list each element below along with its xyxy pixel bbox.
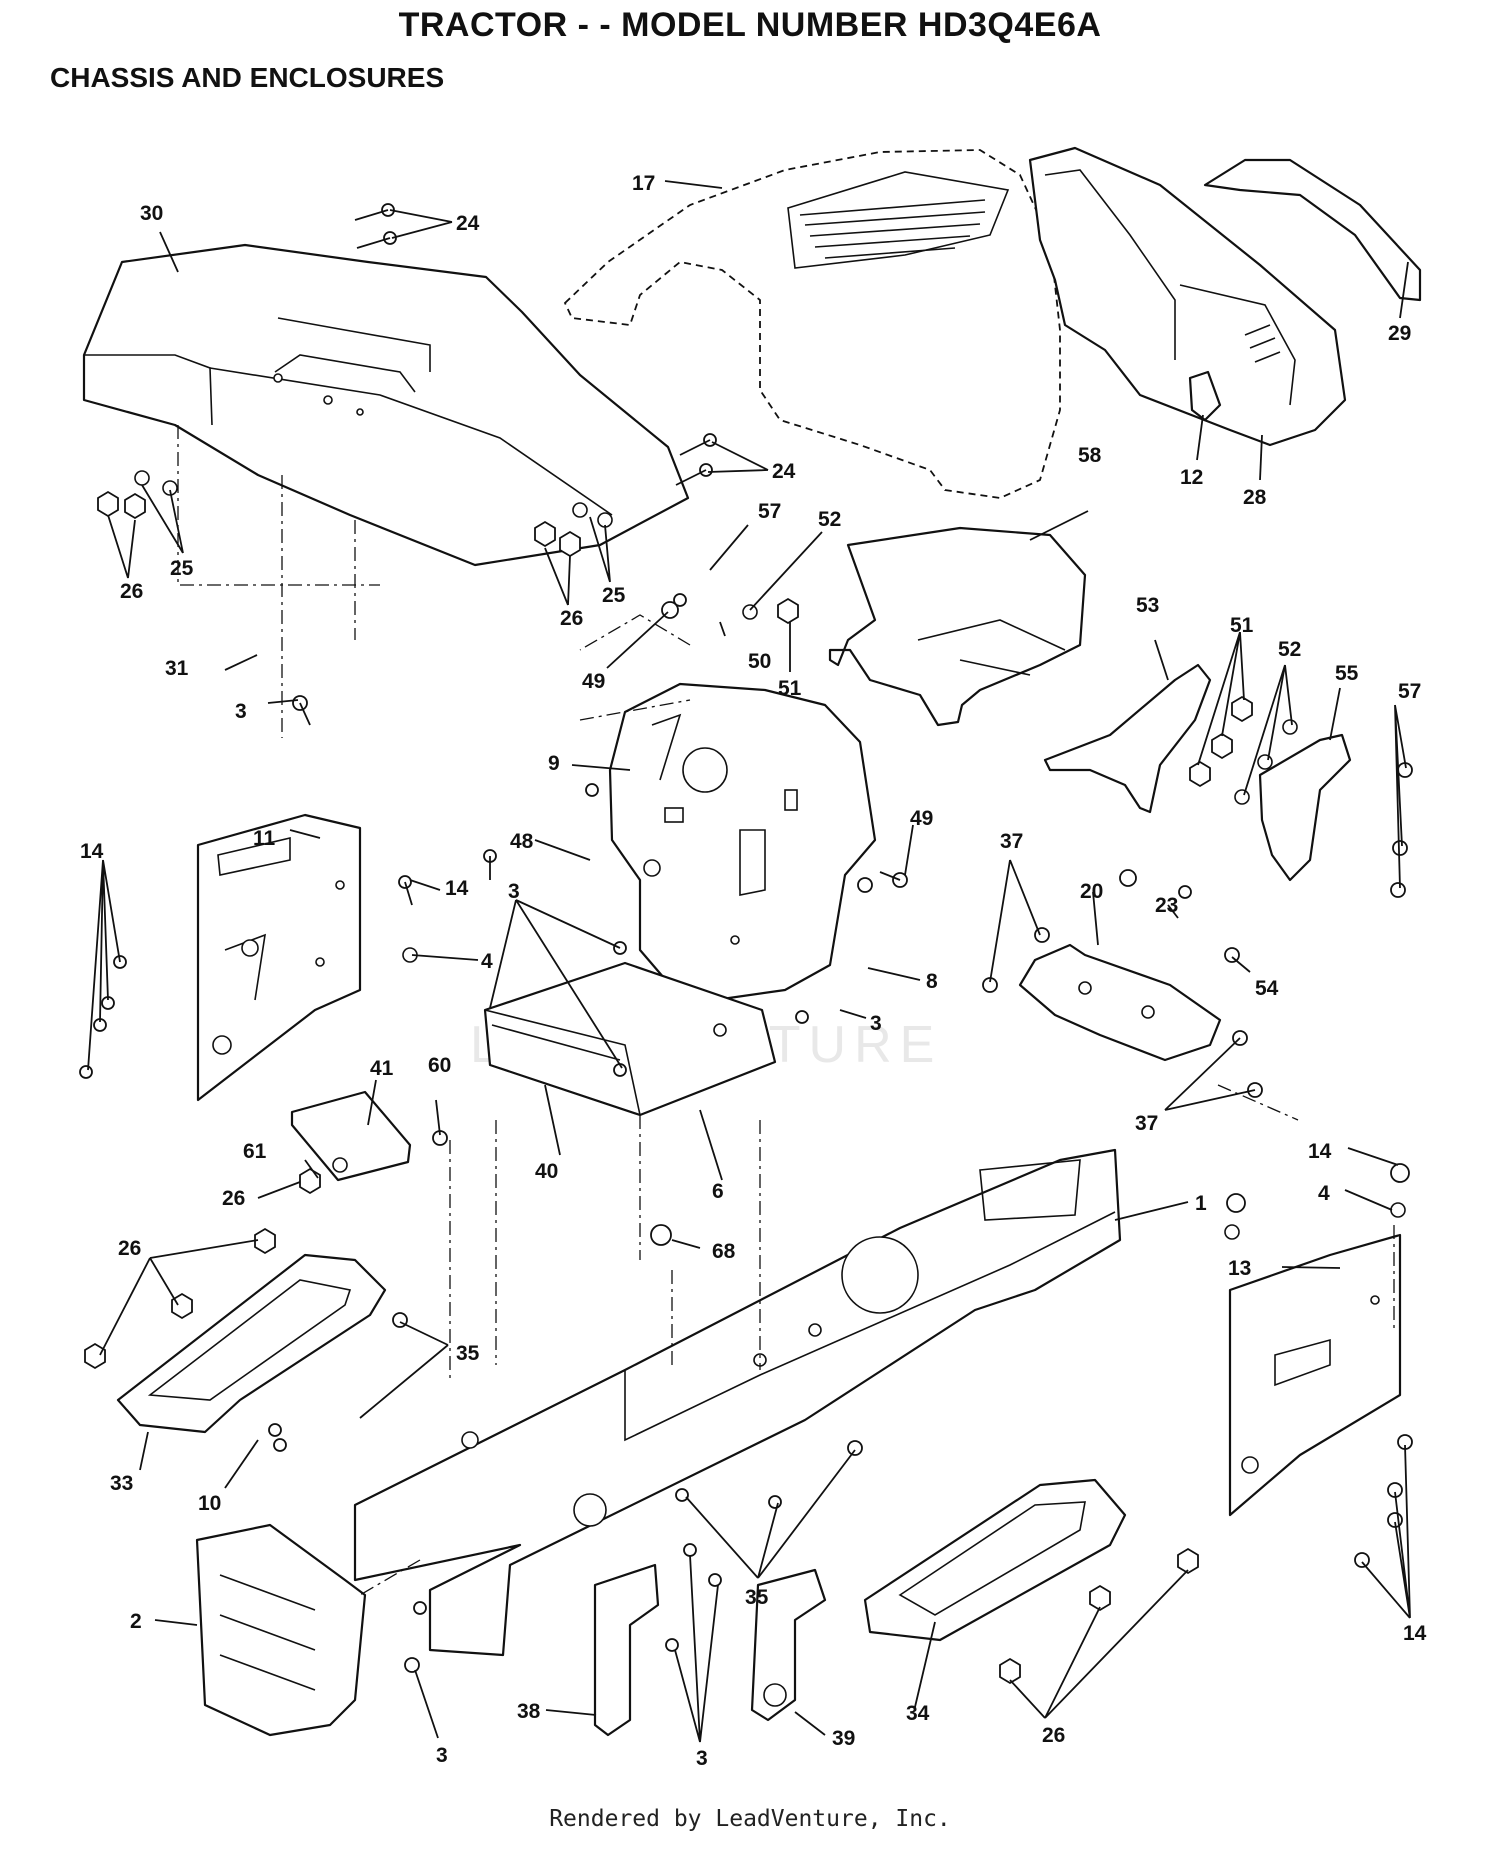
- part-main-frame: [353, 1148, 1122, 1657]
- callout-26e: 26: [1042, 1724, 1065, 1747]
- part-plate: [483, 961, 777, 1117]
- part-41-bracket: [290, 1090, 412, 1182]
- callout-68: 68: [712, 1240, 736, 1263]
- part-38-bracket: [593, 1563, 660, 1737]
- render-credit: Rendered by LeadVenture, Inc.: [549, 1806, 951, 1832]
- alignment-guides: [177, 425, 1395, 1596]
- callout-23: 23: [1155, 894, 1178, 917]
- callout-38: 38: [517, 1700, 541, 1723]
- callout-6: 6: [712, 1180, 724, 1203]
- part-20-bracket: [1018, 943, 1222, 1062]
- part-side-panel-left: [196, 813, 362, 1102]
- callout-26: 26: [120, 580, 143, 603]
- callout-49: 49: [582, 670, 605, 693]
- part-footrest-right: [863, 1478, 1127, 1642]
- callout-57: 57: [758, 500, 781, 523]
- callout-26c: 26: [222, 1187, 245, 1210]
- callout-57b: 57: [1398, 680, 1421, 703]
- callout-3: 3: [235, 700, 247, 723]
- callout-11: 11: [253, 827, 276, 850]
- part-side-panel-right: [1228, 1233, 1402, 1517]
- callout-26b: 26: [560, 607, 583, 630]
- callout-50: 50: [748, 650, 771, 673]
- callout-labels: 30 24 17 29 28 12 24 58 25 26 25 26 57 5…: [80, 172, 1427, 1770]
- callout-41: 41: [370, 1057, 394, 1080]
- callout-24: 24: [456, 212, 480, 235]
- callout-3b: 3: [508, 880, 520, 903]
- callout-29: 29: [1388, 322, 1411, 345]
- callout-25b: 25: [602, 584, 626, 607]
- callout-61: 61: [243, 1140, 267, 1163]
- callout-40: 40: [535, 1160, 558, 1183]
- callout-37: 37: [1000, 830, 1023, 853]
- callout-53: 53: [1136, 594, 1159, 617]
- part-12-bracket: [1188, 370, 1222, 422]
- part-53-plate: [1043, 663, 1212, 814]
- callout-2: 2: [130, 1610, 142, 1633]
- part-rear-fender: [82, 243, 690, 567]
- callout-10: 10: [198, 1492, 221, 1515]
- callout-14d: 14: [1403, 1622, 1427, 1645]
- callout-37b: 37: [1135, 1112, 1158, 1135]
- callout-30: 30: [140, 202, 163, 225]
- part-heat-shield: [828, 526, 1087, 727]
- callout-8: 8: [926, 970, 938, 993]
- part-39-bracket: [750, 1568, 827, 1722]
- callout-24b: 24: [772, 460, 796, 483]
- callout-4: 4: [481, 950, 493, 973]
- callout-3d: 3: [436, 1744, 448, 1767]
- callout-14b: 14: [445, 877, 469, 900]
- callout-35b: 35: [745, 1586, 769, 1609]
- callout-3c: 3: [870, 1012, 882, 1035]
- callout-39: 39: [832, 1727, 855, 1750]
- callout-49b: 49: [910, 807, 933, 830]
- callout-28: 28: [1243, 486, 1267, 509]
- callout-26d: 26: [118, 1237, 141, 1260]
- callout-3e: 3: [696, 1747, 708, 1770]
- part-55-plate: [1258, 733, 1352, 882]
- section-subtitle: CHASSIS AND ENCLOSURES: [50, 62, 445, 93]
- part-2-bracket: [195, 1523, 367, 1737]
- callout-leaders: [87, 180, 1411, 1743]
- part-grille-housing: [1028, 146, 1422, 447]
- callout-35: 35: [456, 1342, 480, 1365]
- hardware: [79, 203, 1413, 1685]
- callout-58: 58: [1078, 444, 1102, 467]
- callout-14c: 14: [1308, 1140, 1332, 1163]
- callout-60: 60: [428, 1054, 451, 1077]
- page-title: TRACTOR - - MODEL NUMBER HD3Q4E6A: [398, 6, 1102, 44]
- callout-25: 25: [170, 557, 194, 580]
- callout-48: 48: [510, 830, 534, 853]
- part-hood: [563, 149, 1061, 499]
- callout-1: 1: [1195, 1192, 1207, 1215]
- callout-14: 14: [80, 840, 104, 863]
- callout-52: 52: [818, 508, 841, 531]
- callout-31: 31: [165, 657, 189, 680]
- callout-4b: 4: [1318, 1182, 1330, 1205]
- callout-51: 51: [778, 677, 802, 700]
- callout-33: 33: [110, 1472, 133, 1495]
- callout-9: 9: [548, 752, 560, 775]
- callout-54: 54: [1255, 977, 1279, 1000]
- callout-12: 12: [1180, 466, 1203, 489]
- callout-17: 17: [632, 172, 655, 195]
- callout-20: 20: [1080, 880, 1103, 903]
- part-footrest-left: [116, 1253, 387, 1434]
- callout-51b: 51: [1230, 614, 1254, 637]
- callout-55: 55: [1335, 662, 1359, 685]
- callout-13: 13: [1228, 1257, 1251, 1280]
- callout-52b: 52: [1278, 638, 1301, 661]
- part-dash-panel: [608, 682, 877, 1002]
- callout-34: 34: [906, 1702, 930, 1725]
